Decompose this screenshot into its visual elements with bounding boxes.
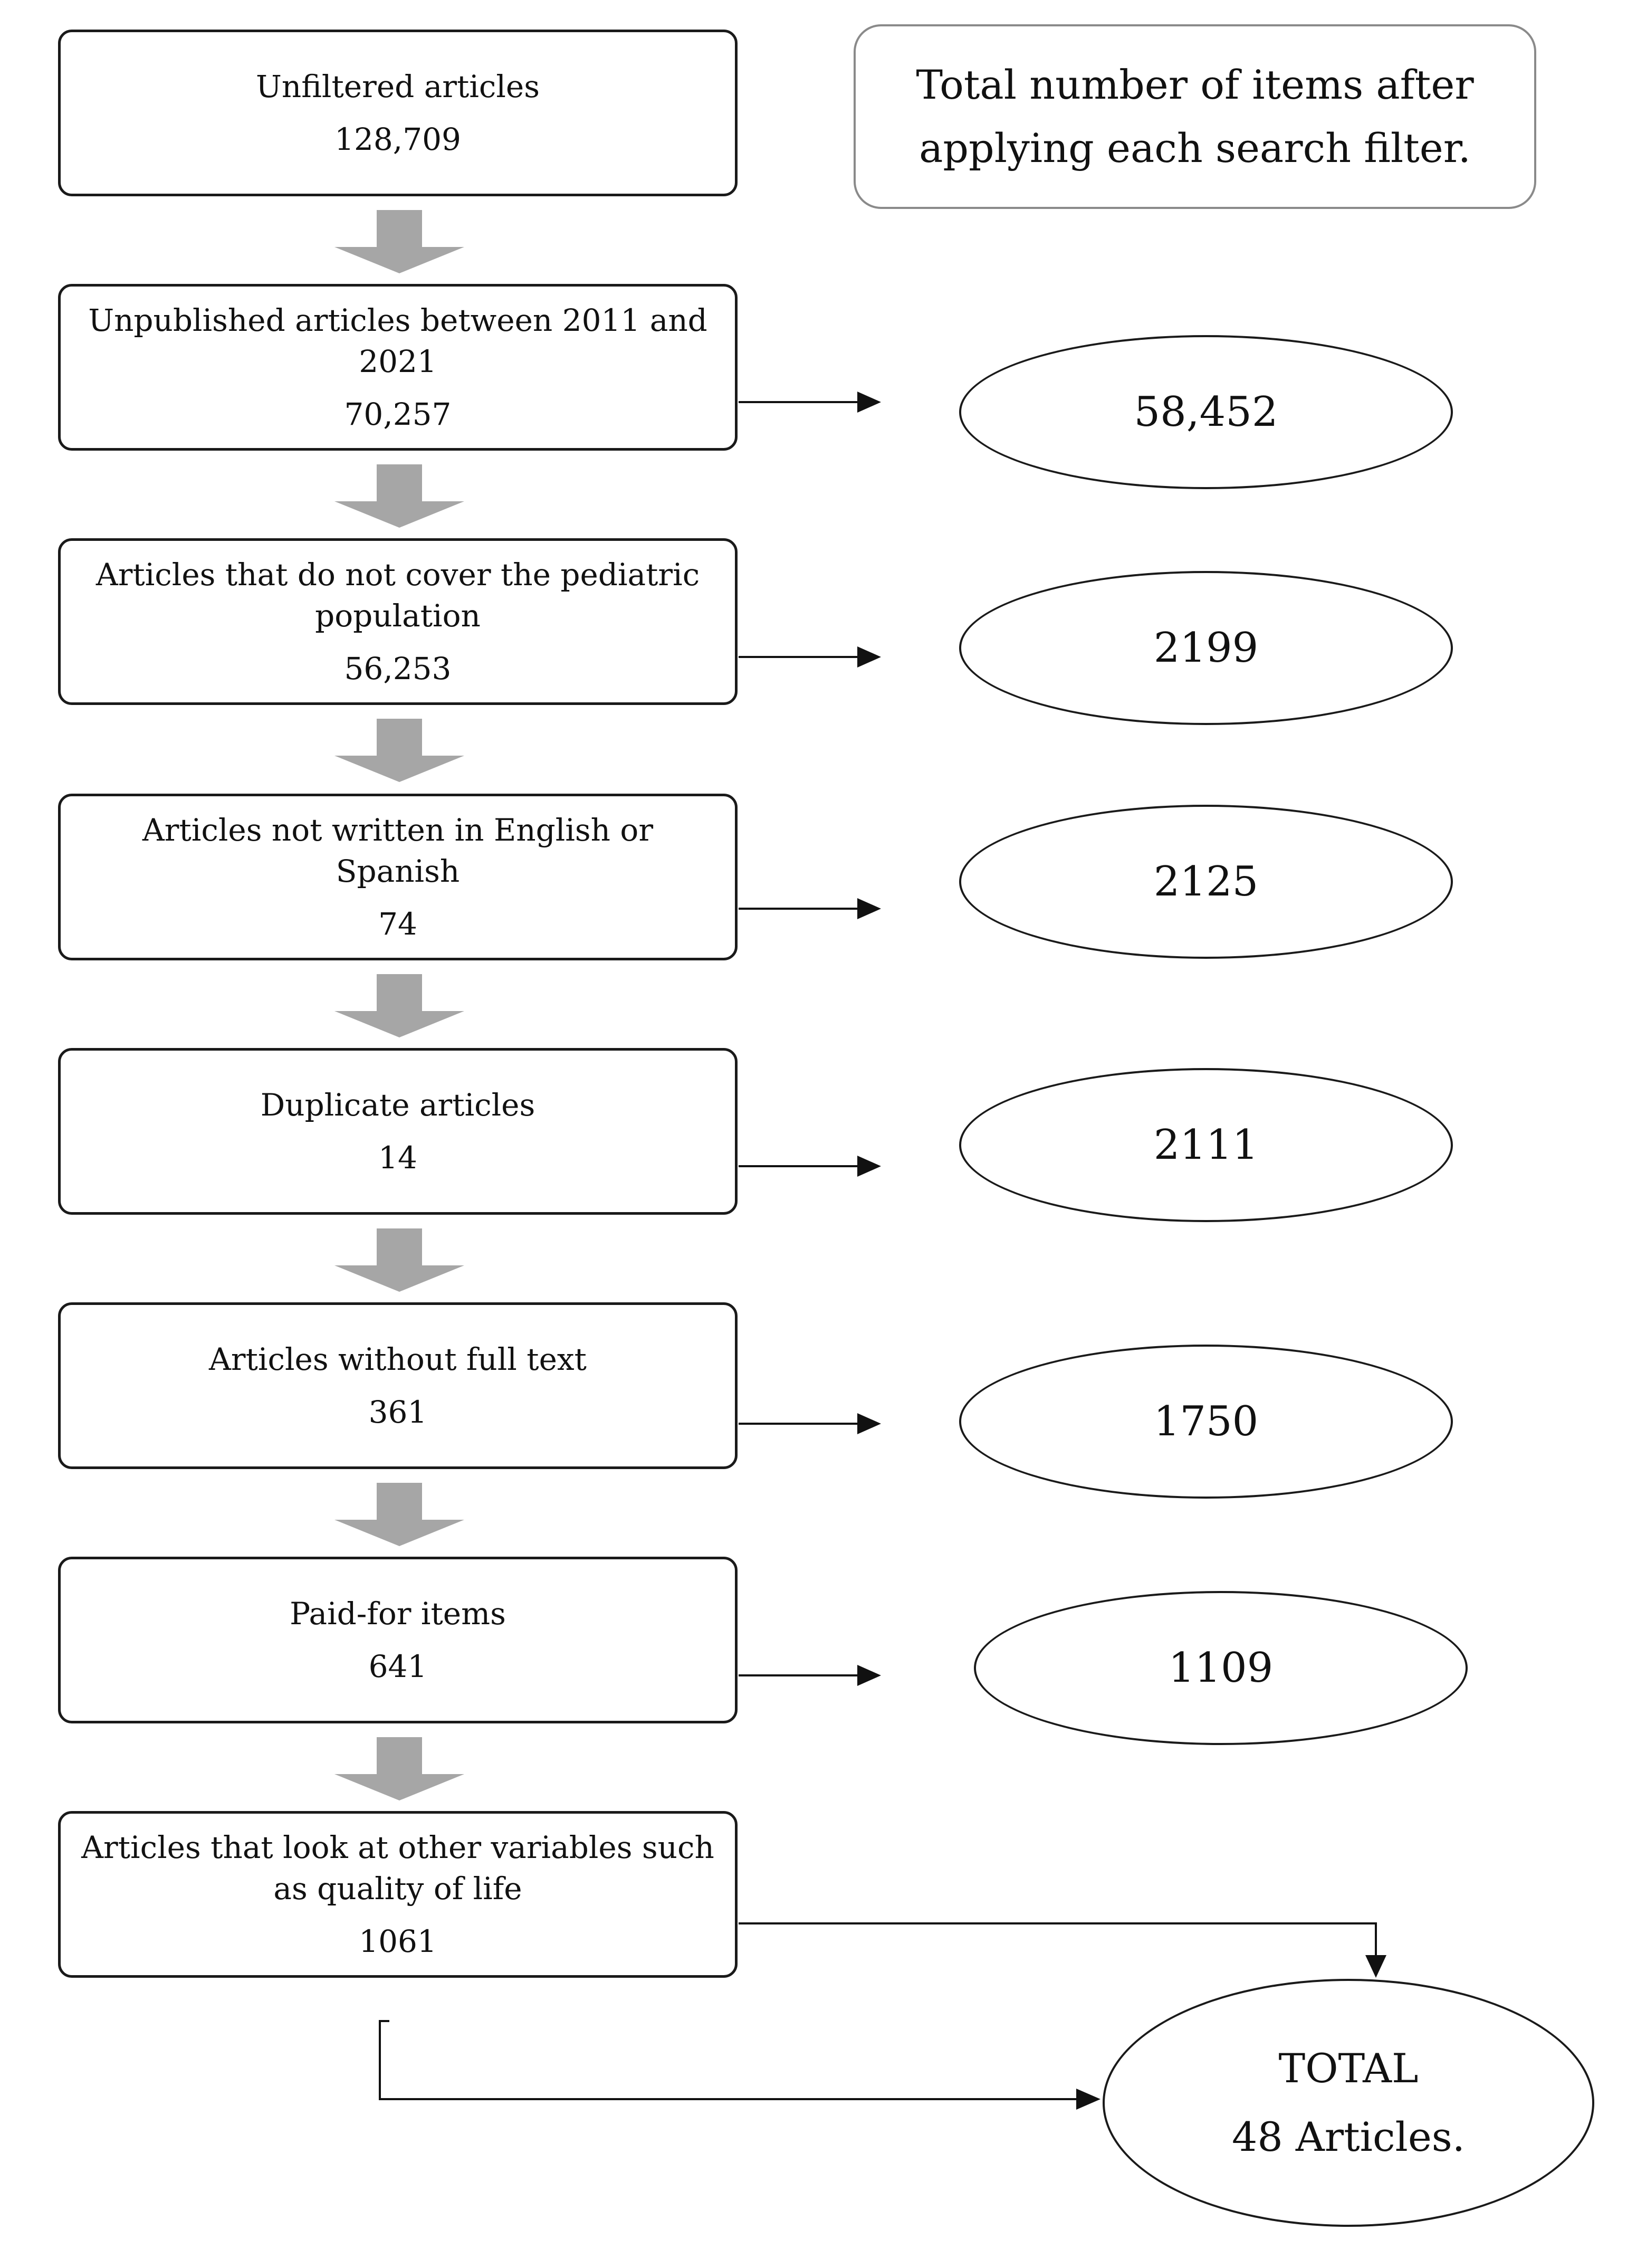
step-label: Articles that look at other variables su… [81,1829,714,1907]
step-label: Duplicate articles [260,1087,535,1123]
arrowhead-total-top [1365,1955,1386,1978]
down-arrows [334,210,464,1800]
step-count: 56,253 [344,651,452,687]
step-box-unfiltered: Unfiltered articles 128,709 [58,30,738,196]
arrowhead-6 [857,1665,881,1686]
connector-bracket-to-total [379,2020,1097,2100]
step-count: 641 [368,1648,427,1684]
step-box-date-filter: Unpublished articles between 2011 and 20… [58,284,738,451]
legend-text: Total number of items after applying eac… [916,61,1474,171]
remaining-count: 1750 [1153,1398,1259,1445]
arrowhead-2 [857,646,881,668]
step-box-pediatric-filter: Articles that do not cover the pediatric… [58,538,738,705]
step-label: Articles without full text [209,1341,587,1377]
step-count: 14 [378,1140,417,1176]
down-arrow-3 [334,719,464,782]
step-label: Unpublished articles between 2011 and 20… [88,302,707,379]
arrowhead-3 [857,898,881,919]
remaining-count: 2111 [1153,1121,1259,1169]
arrowhead-5 [857,1413,881,1434]
total-ellipse: TOTAL 48 Articles. [1103,1979,1594,2227]
step-box-other-variables: Articles that look at other variables su… [58,1811,738,1978]
remaining-ellipse-5: 1750 [959,1345,1453,1499]
remaining-count: 58,452 [1134,388,1278,436]
step-count: 128,709 [334,121,461,157]
step-box-paid-items: Paid-for items 641 [58,1557,738,1723]
remaining-ellipse-2: 2199 [959,571,1453,725]
total-label: TOTAL [1278,2045,1419,2092]
step-count: 1061 [359,1923,437,1959]
step-count: 361 [368,1394,427,1430]
legend-box: Total number of items after applying eac… [854,24,1536,209]
remaining-count: 1109 [1168,1644,1274,1692]
step-box-full-text: Articles without full text 361 [58,1302,738,1469]
connector-last-box-to-total [739,1922,1377,1974]
remaining-ellipse-6: 1109 [974,1591,1468,1745]
arrowheads [857,392,1386,2110]
arrowhead-4 [857,1156,881,1177]
step-box-duplicates: Duplicate articles 14 [58,1048,738,1215]
step-box-language-filter: Articles not written in English or Spani… [58,794,738,960]
step-label: Unfiltered articles [255,69,540,104]
remaining-ellipse-3: 2125 [959,805,1453,959]
remaining-count: 2125 [1153,858,1259,906]
arrowhead-1 [857,392,881,413]
remaining-ellipse-1: 58,452 [959,335,1453,489]
step-count: 70,257 [344,396,452,432]
step-label: Articles not written in English or Spani… [142,812,654,889]
down-arrow-7 [334,1737,464,1800]
down-arrow-4 [334,974,464,1037]
down-arrow-6 [334,1483,464,1546]
remaining-count: 2199 [1153,624,1259,672]
down-arrow-1 [334,210,464,273]
down-arrow-5 [334,1228,464,1292]
total-value: 48 Articles. [1232,2113,1465,2160]
down-arrow-2 [334,464,464,528]
step-label: Paid-for items [290,1596,506,1632]
step-count: 74 [378,906,417,942]
remaining-ellipse-4: 2111 [959,1068,1453,1222]
arrowhead-total-left [1076,2089,1100,2110]
step-label: Articles that do not cover the pediatric… [95,557,700,634]
